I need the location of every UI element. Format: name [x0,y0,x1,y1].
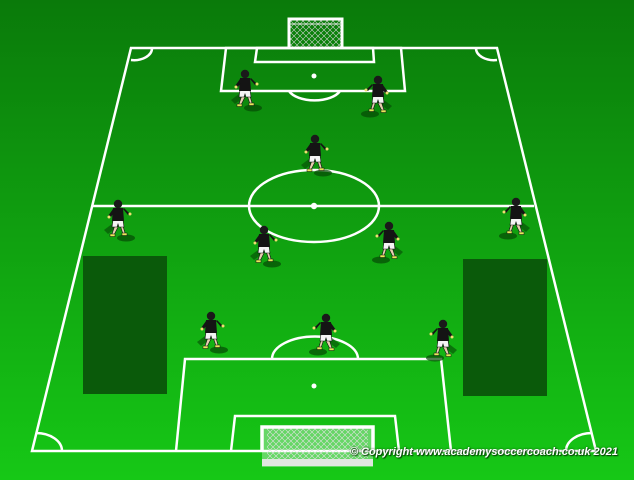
player-right-wide [499,197,530,240]
top-goal-area [253,46,376,64]
top-goal [287,17,344,47]
bottom-penalty-spot [311,383,317,389]
player-gk-right-cb [361,75,392,118]
top-penalty-arc [287,90,342,102]
players-layer [104,69,530,362]
corner-arc-bottom-left [35,431,64,452]
bottom-goal-area [229,414,401,452]
bottom-goal [260,425,375,467]
player-bottom-right [426,319,457,362]
player-top-cm [301,134,332,177]
centre-spot [310,202,318,210]
corner-arc-top-left [130,47,154,62]
player-center-left-mid [250,225,281,268]
centre-circle [247,168,381,244]
player-left-wide [104,199,135,242]
corner-arc-top-right [474,47,498,62]
corner-arc-bottom-right [564,431,593,452]
player-bottom-left [197,311,228,354]
left-dark-zone [83,256,167,394]
top-penalty-spot [311,73,317,79]
player-center-right-mid [372,221,403,264]
bottom-penalty-arc [270,335,360,360]
player-bottom-center [309,313,340,356]
copyright-watermark: © Copyright www.academysoccercoach.co.uk… [349,446,618,458]
bottom-penalty-box [174,357,453,452]
player-gk-left-cb [231,69,262,112]
right-dark-zone [463,259,547,396]
